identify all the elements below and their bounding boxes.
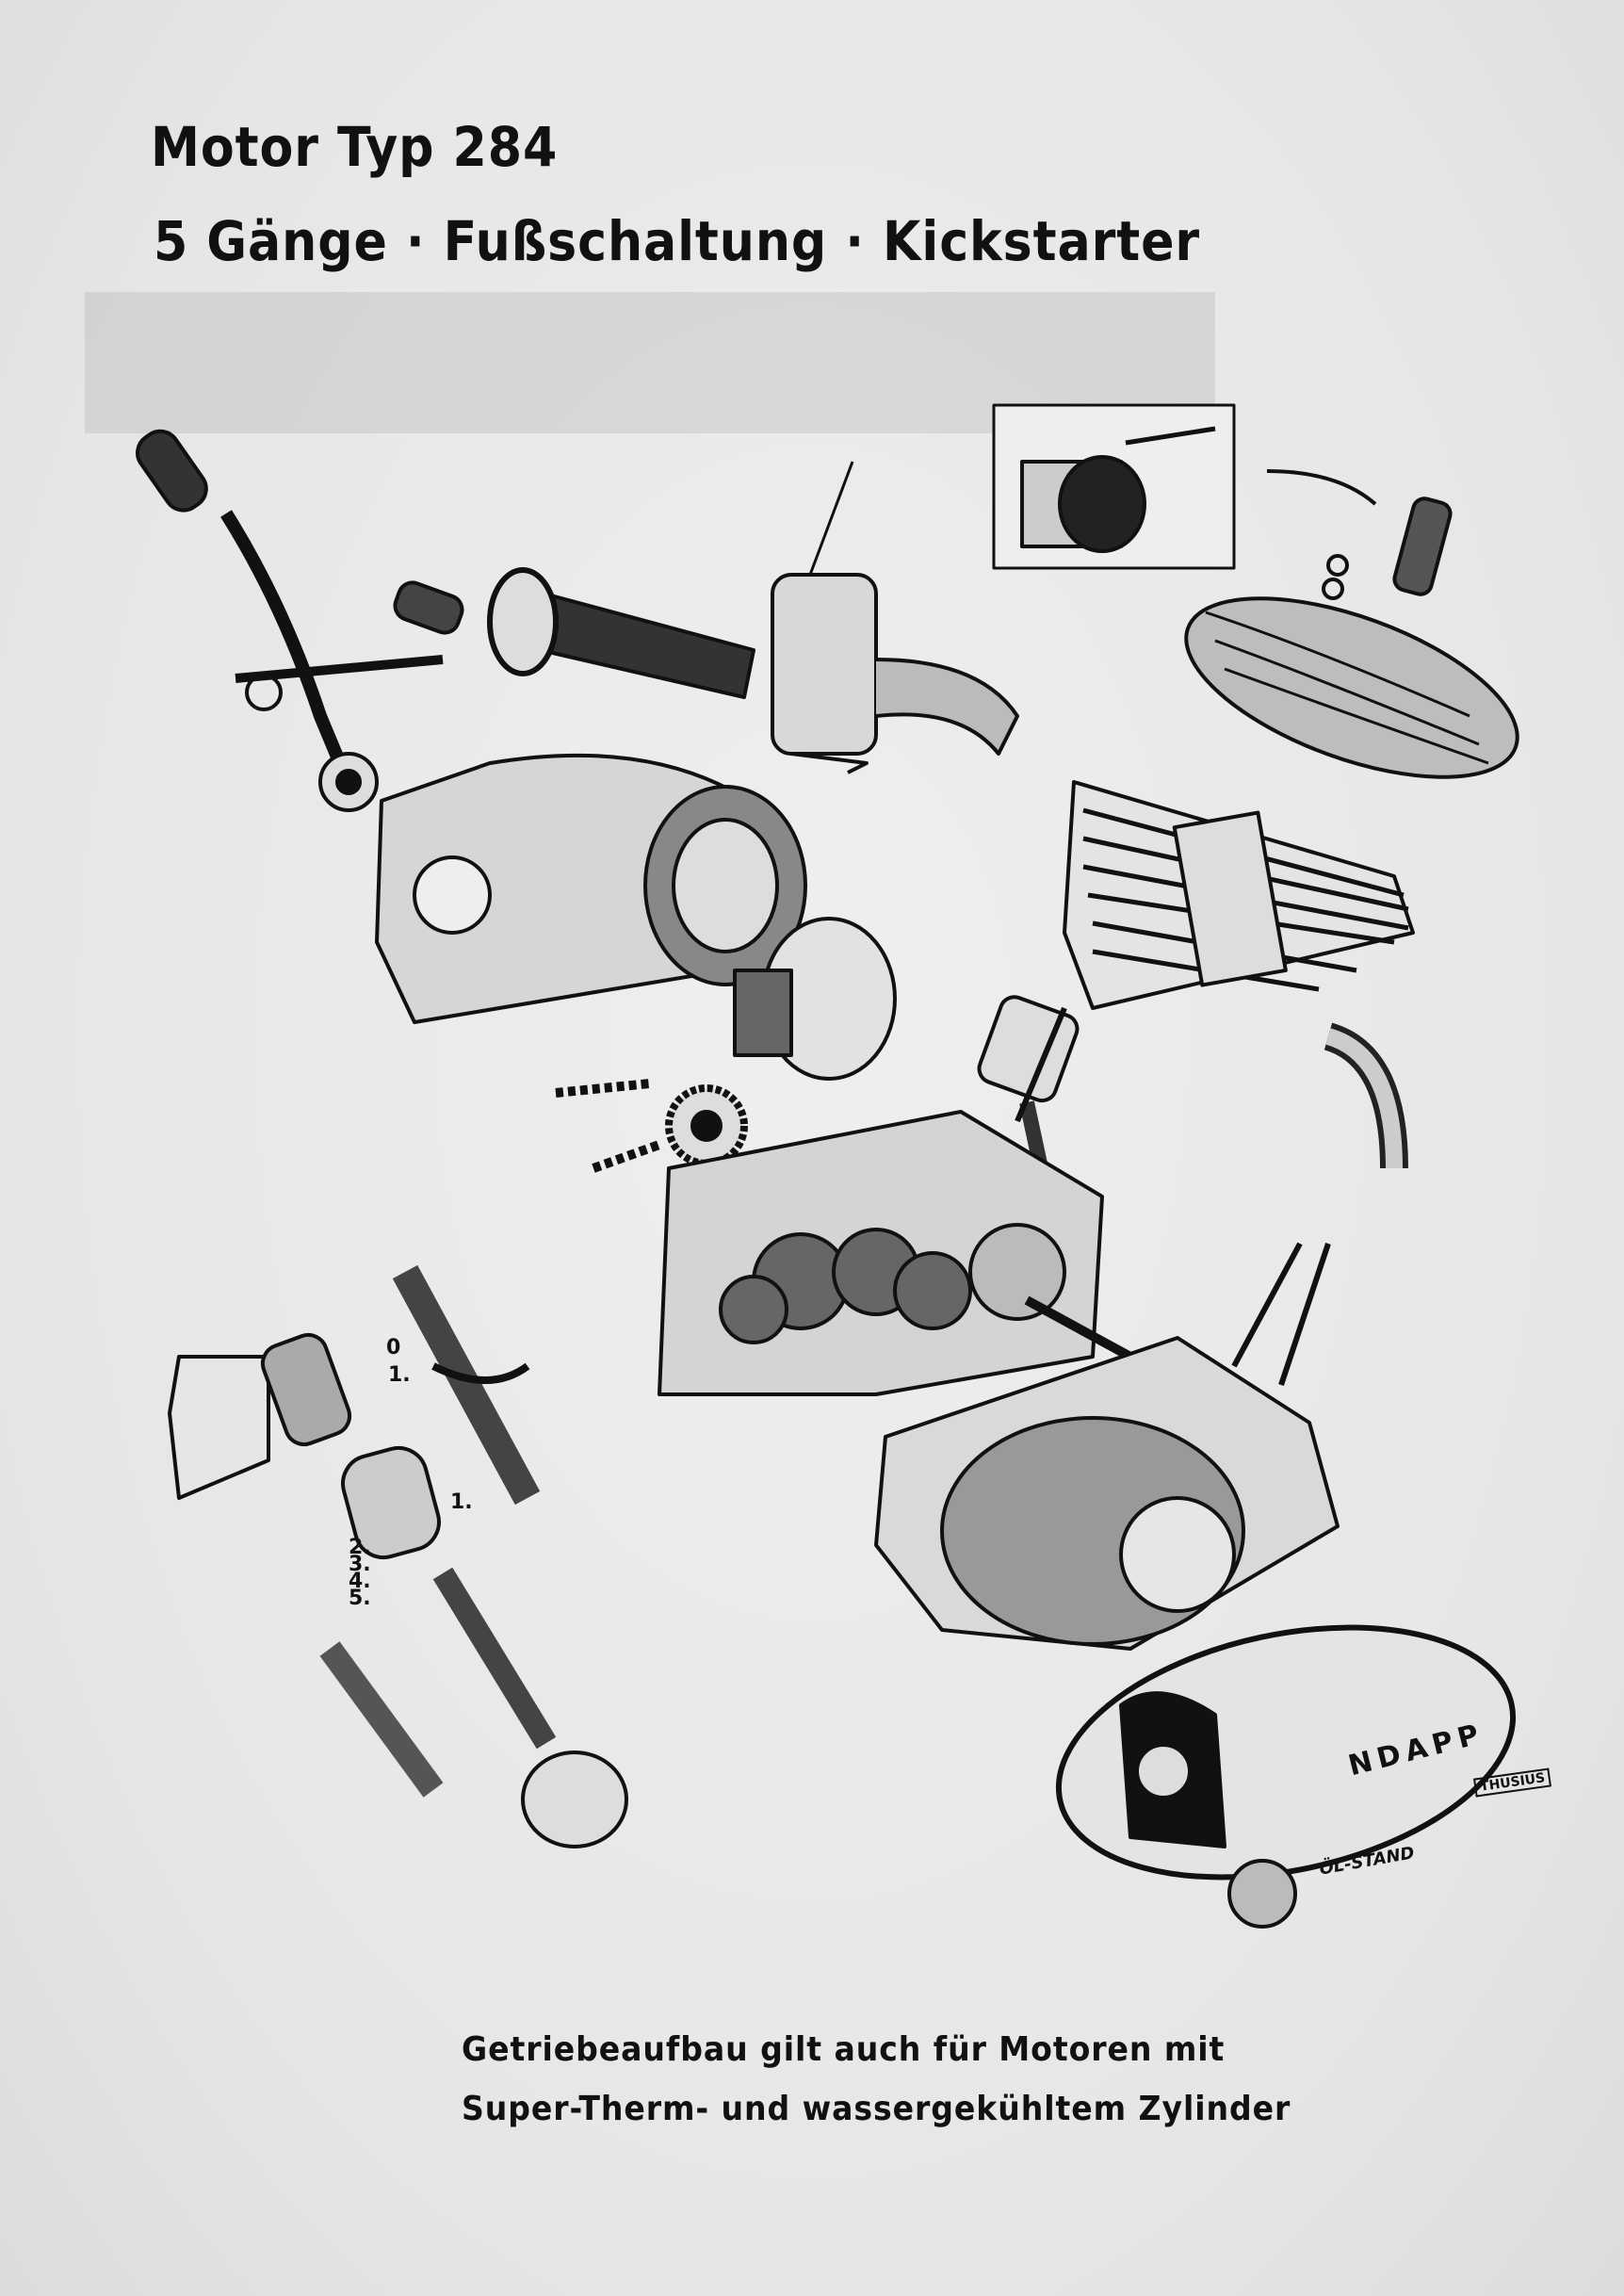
cylinder-head: [1184, 596, 1519, 779]
callout-4: 4.: [349, 1570, 371, 1593]
ignition-coil-inset: [992, 403, 1236, 570]
gearbox-crankcase: [658, 1110, 1133, 1396]
callout-0: 0: [386, 1336, 401, 1360]
callout-2: 2.: [349, 1536, 371, 1559]
gear-shift-assembly: [168, 1264, 628, 1848]
page-title: Motor Typ 284: [151, 115, 559, 179]
magneto-cover: [375, 753, 897, 1081]
spark-plug-cap: [1266, 469, 1453, 600]
carburettor: [487, 461, 1019, 774]
engine-crankcase: [874, 1242, 1340, 1651]
callout-1-sleeve: 1.: [450, 1490, 473, 1514]
callout-3: 3.: [349, 1553, 371, 1576]
callout-1-shift: 1.: [388, 1363, 411, 1387]
caption-line-1: Getriebeaufbau gilt auch für Motoren mit: [462, 2030, 1226, 2069]
caption-line-2: Super-Therm- und wassergekühltem Zylinde…: [462, 2090, 1291, 2128]
chain-sprocket: [555, 1079, 748, 1173]
cylinder: [1063, 780, 1415, 1010]
callout-5: 5.: [349, 1587, 371, 1610]
clutch-cover: [1055, 1624, 1517, 1929]
page-subtitle: 5 Gänge · Fußschaltung · Kickstarter: [154, 209, 1201, 273]
kickstarter-lever: [136, 429, 464, 812]
exhaust-elbow: [1324, 1022, 1408, 1169]
